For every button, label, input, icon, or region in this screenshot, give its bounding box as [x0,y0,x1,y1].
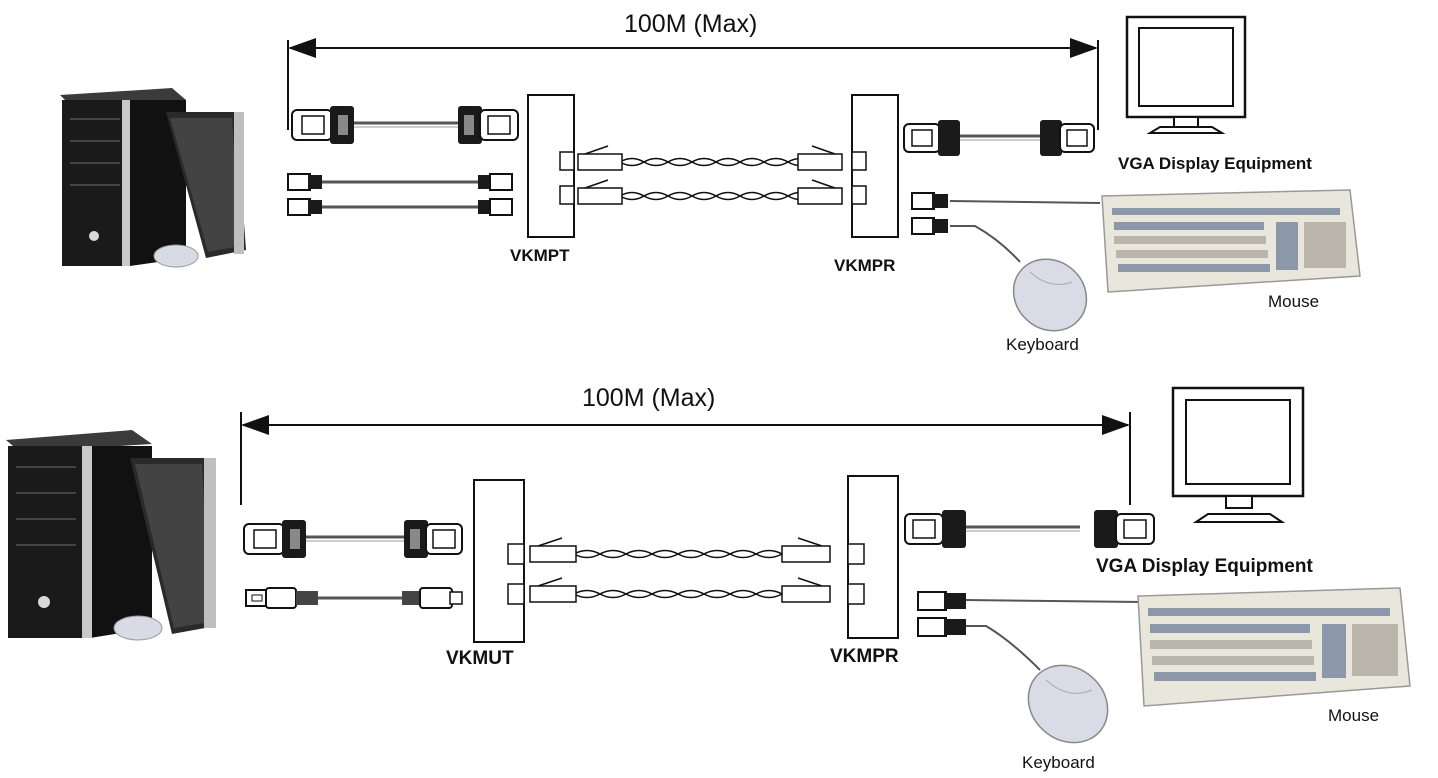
rj45-connector-icon [529,537,577,563]
ps2-connector-icon [911,192,948,235]
rj45-connector-icon [781,537,831,563]
vga-cable-left [243,520,463,558]
monitor-icon [1125,15,1247,134]
vga-connector-icon [291,106,354,144]
rj45-connector-icon [781,577,831,603]
diagram-bottom: 100M (Max) VKMUT VKMPR VGA Display Equip… [0,370,1438,778]
rj45-cable-top [529,537,831,563]
transmitter-unit [473,479,525,643]
keyboard-icon [1137,587,1411,707]
vga-connector-icon [1040,120,1095,156]
ps2-connector-icon [917,591,966,637]
diagram-bottom-graphic [6,386,1411,744]
rj45-connector-icon [577,145,623,171]
keyboard-label: Mouse [1268,292,1320,311]
vga-connector-icon [243,520,306,558]
transmitter-label: VKMPT [510,246,570,265]
vga-connector-icon [458,106,519,144]
ps2-connector-icon [478,173,513,216]
keyboard-label: Mouse [1328,706,1380,725]
vga-connector-icon [903,120,960,156]
ps2-cable-right [911,192,1101,263]
pc-tower-icon [60,88,246,268]
usb-connector-icon [245,587,318,609]
mouse-label: Keyboard [1022,753,1095,772]
vga-connector-icon [1094,510,1155,548]
rj45-connector-icon [797,145,843,171]
mouse-label: Keyboard [1006,335,1079,354]
transmitter-label: VKMUT [446,648,514,669]
rj45-cable-top [577,145,843,171]
vga-cable-right [903,120,1095,156]
ps2-connector-icon [287,173,322,216]
keyboard-icon [1101,189,1361,293]
rj45-connector-icon [797,179,843,205]
receiver-unit [851,94,899,238]
vga-cable-left [291,106,519,144]
ps2-cable-left [287,173,513,216]
diagram-top-graphic [60,15,1361,332]
transmitter-unit [527,94,575,238]
display-label: VGA Display Equipment [1118,154,1312,173]
usb-connector-icon [402,587,463,609]
rj45-connector-icon [577,179,623,205]
distance-arrow [287,38,1099,130]
rj45-cable-bottom [577,179,843,205]
receiver-unit [847,475,899,639]
receiver-label: VKMPR [834,256,896,275]
distance-arrow [240,412,1131,505]
ps2-cable-right [917,591,1143,671]
usb-cable-left [245,587,463,609]
mouse-icon [1012,258,1088,332]
display-label: VGA Display Equipment [1096,556,1313,577]
rj45-connector-icon [529,577,577,603]
vga-cable-right [904,510,1155,548]
mouse-icon [1027,664,1109,744]
distance-label: 100M (Max) [582,384,716,412]
distance-label: 100M (Max) [624,10,758,38]
pc-tower-icon [6,430,216,641]
receiver-label: VKMPR [830,646,899,667]
vga-connector-icon [404,520,463,558]
monitor-icon [1171,386,1305,523]
rj45-cable-bottom [529,577,831,603]
vga-connector-icon [904,510,966,548]
diagram-top: 100M (Max) VKMPT VKMPR VGA Display Equip… [0,0,1438,370]
